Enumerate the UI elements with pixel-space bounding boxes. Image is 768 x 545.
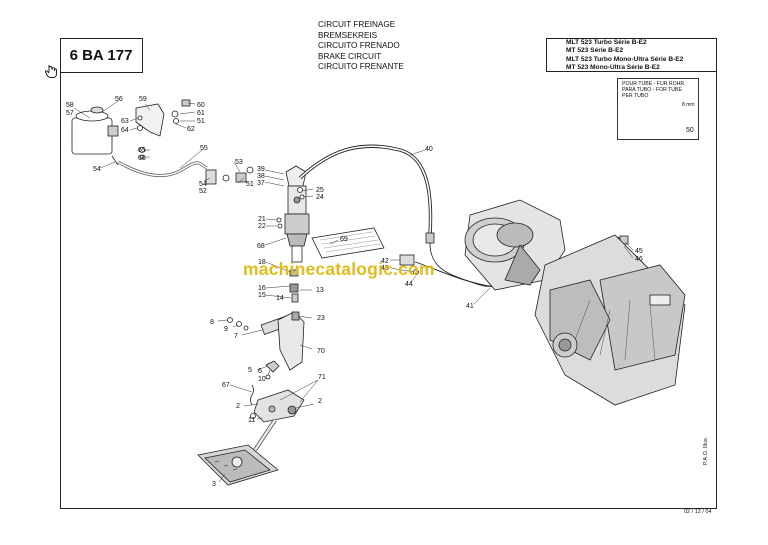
- watermark: machinecatalogic.com: [243, 259, 435, 279]
- note-callout: 50: [686, 127, 694, 134]
- page-code: 6 BA 177: [60, 38, 143, 73]
- callout: 56: [115, 96, 123, 103]
- callout: 71: [318, 374, 326, 381]
- pedal-assembly: [197, 311, 305, 486]
- model-2: MT 523 Série B-E2: [566, 47, 624, 55]
- callout: 57: [66, 110, 74, 117]
- callout: 54: [93, 166, 101, 173]
- callout: 67: [222, 382, 230, 389]
- callout: 51: [197, 118, 205, 125]
- note-line: PER TUBO: [622, 93, 649, 99]
- title-fr: CIRCUIT FREINAGE: [318, 20, 396, 29]
- callout: 38: [257, 173, 265, 180]
- callout: 14: [276, 295, 284, 302]
- callout: 64: [121, 127, 129, 134]
- callout: 53: [235, 159, 243, 166]
- callout: 25: [316, 187, 324, 194]
- callout: 42: [381, 258, 389, 265]
- tube-note-box: POUR TUBE - FUR ROHR PARA TUBO - FOR TUB…: [617, 78, 699, 140]
- callout: 9: [224, 326, 228, 333]
- callout-labels: 58 57 56 59 60 61 51 62 63 64 65 66 55 5…: [66, 96, 643, 488]
- callout: 23: [317, 315, 325, 322]
- axle-assembly: [464, 199, 686, 406]
- callout: 59: [139, 96, 147, 103]
- callout: 54: [199, 181, 207, 188]
- callout: 60: [197, 102, 205, 109]
- callout: 61: [197, 110, 205, 117]
- page-frame: [60, 38, 717, 509]
- revision-date: 02 / 12 / 04: [684, 509, 712, 515]
- callout: 21: [258, 216, 266, 223]
- model-3: MLT 523 Turbo Mono-Ultra Série B-E2: [566, 55, 684, 63]
- note-line: POUR TUBE - FUR ROHR: [622, 81, 685, 87]
- callout: 3: [212, 481, 216, 488]
- callout: 8: [210, 319, 214, 326]
- frame-top-left: [60, 38, 142, 39]
- callout: 65: [138, 147, 146, 154]
- reservoir-assembly: [71, 106, 119, 166]
- diagram-titles: CIRCUIT FREINAGE BREMSEKREIS CIRCUITO FR…: [318, 20, 404, 73]
- title-de: BREMSEKREIS: [318, 30, 378, 40]
- callout: 43: [381, 265, 389, 272]
- callout: 37: [257, 180, 265, 187]
- callout: 45: [635, 248, 643, 255]
- model-1: MLT 523 Turbo Série B-E2: [566, 39, 647, 46]
- note-line: PARA TUBO - FOR TUBE: [622, 87, 682, 93]
- callout: 7: [234, 333, 238, 340]
- callout: 39: [257, 166, 265, 173]
- model-list: MLT 523 Turbo Série B-E2 MT 523 Série B-…: [546, 38, 716, 72]
- callout: 41: [466, 303, 474, 310]
- callout: 15: [258, 292, 266, 299]
- callout: 66: [138, 155, 146, 162]
- callout: 58: [66, 102, 74, 109]
- callout: 68: [257, 243, 265, 250]
- callout: 62: [187, 126, 195, 133]
- callout: 10: [258, 376, 266, 383]
- tube-note-text: POUR TUBE - FUR ROHR PARA TUBO - FOR TUB…: [622, 81, 684, 99]
- callout: 16: [258, 285, 266, 292]
- callout: 52: [199, 188, 207, 195]
- callout: 70: [317, 348, 325, 355]
- callout: 46: [635, 256, 643, 263]
- callout: 63: [121, 118, 129, 125]
- hand-cursor-icon[interactable]: [44, 64, 58, 78]
- callout: 22: [258, 223, 266, 230]
- callout: 44: [405, 281, 413, 288]
- callout: 55: [200, 145, 208, 152]
- callout: 13: [316, 287, 324, 294]
- illustration-credit: P.A.O. Illus.: [703, 436, 709, 465]
- callout: 6: [258, 368, 262, 375]
- title-en: BRAKE CIRCUIT: [318, 51, 382, 61]
- frame-top-right: [546, 38, 716, 39]
- callout: 51: [246, 181, 254, 188]
- title-es: CIRCUITO FRENADO: [318, 41, 400, 50]
- model-4: MT 523 Mono-Ultra Série B-E2: [566, 63, 660, 71]
- callout: 2: [318, 398, 322, 405]
- callout: 40: [425, 146, 433, 153]
- master-cylinder: [284, 165, 310, 263]
- callout: 18: [258, 259, 266, 266]
- callout: 2: [236, 403, 240, 410]
- callout: 5: [248, 367, 252, 374]
- title-it: CIRCUITO FRENANTE: [318, 62, 404, 71]
- tube-dimension: 8 mm: [682, 102, 695, 108]
- callout: 69: [340, 236, 348, 243]
- callout: 24: [316, 194, 324, 201]
- callout: 11: [248, 417, 255, 424]
